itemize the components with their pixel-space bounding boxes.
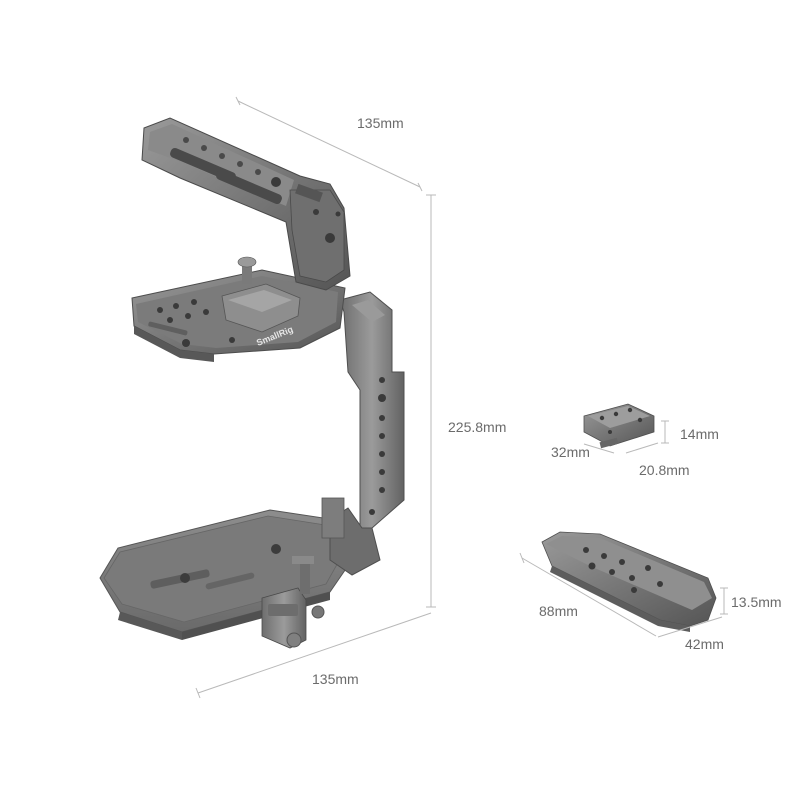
small-plate-width-label: 20.8mm bbox=[639, 462, 690, 478]
arm-mounting-plate: 88mm 13.5mm 42mm bbox=[519, 531, 782, 652]
cage-bottom-width-label: 135mm bbox=[312, 671, 359, 687]
small-plate-height-label: 14mm bbox=[680, 426, 719, 442]
cage-baseplate bbox=[99, 509, 353, 649]
arm-plate-width-line bbox=[657, 616, 723, 638]
arm-plate-length-line bbox=[521, 557, 657, 637]
cage-top-width-label: 135mm bbox=[357, 115, 404, 131]
arm-plate-width-label: 42mm bbox=[685, 636, 724, 652]
small-nato-plate: 14mm 32mm 20.8mm bbox=[551, 403, 719, 478]
small-plate-width-line bbox=[625, 442, 659, 454]
small-plate-length-label: 32mm bbox=[551, 444, 590, 460]
cage-bottom-width-dimension: 135mm bbox=[195, 612, 432, 699]
cage-top-handle bbox=[141, 117, 351, 291]
arm-plate-length-label: 88mm bbox=[539, 603, 578, 619]
cage-height-label: 225.8mm bbox=[448, 419, 506, 435]
cage-top-plate: SmallRig bbox=[131, 256, 346, 362]
arm-plate-height-label: 13.5mm bbox=[731, 594, 782, 610]
cage-side-arm bbox=[321, 291, 405, 576]
cage-height-dimension: 225.8mm bbox=[426, 194, 506, 608]
small-plate-length-line bbox=[583, 443, 615, 454]
cage-top-width-dimension: 135mm bbox=[235, 96, 423, 192]
